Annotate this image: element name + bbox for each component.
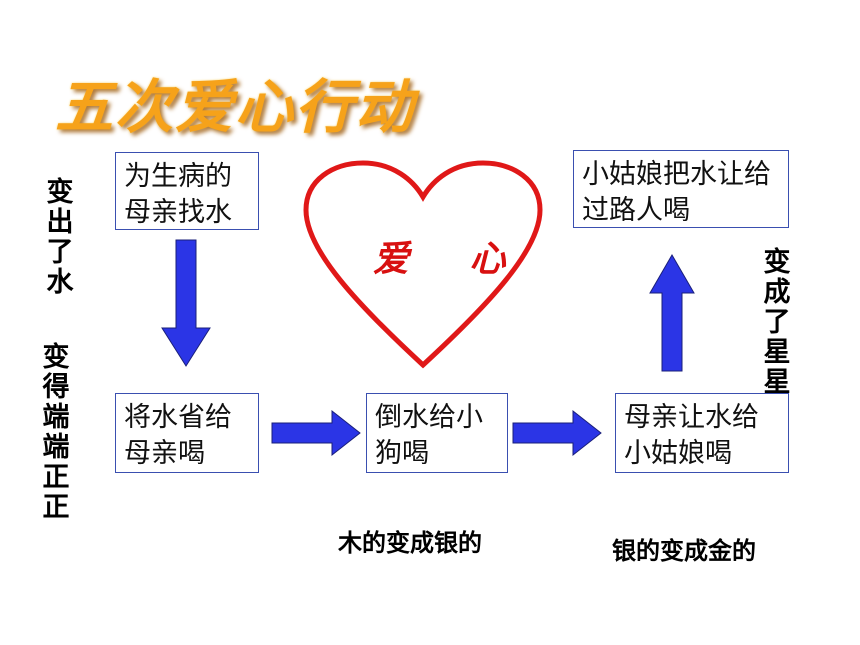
box-give-passerby: 小姑娘把水让给过路人喝 [573,150,789,228]
label-right: 变成了星星 [763,247,791,398]
heart-shape [303,160,543,369]
box-give-dog: 倒水给小狗喝 [366,393,508,473]
label-left-top: 变出了水 [46,177,74,298]
arrow-up [649,254,695,372]
label-mid-bottom: 木的变成银的 [338,529,482,557]
arrow-right-2 [512,409,602,457]
heart-label: 爱 心 [373,238,530,280]
label-right-bottom: 银的变成金的 [612,537,756,565]
arrow-down [161,239,211,367]
box-give-girl: 母亲让水给小姑娘喝 [615,393,789,473]
arrow-right-1 [271,409,361,457]
box-save-water: 将水省给母亲喝 [115,393,259,473]
label-left-bottom: 变得端端正正 [42,342,70,523]
page-title: 五次爱心行动 [55,73,416,141]
box-find-water: 为生病的母亲找水 [115,152,259,230]
